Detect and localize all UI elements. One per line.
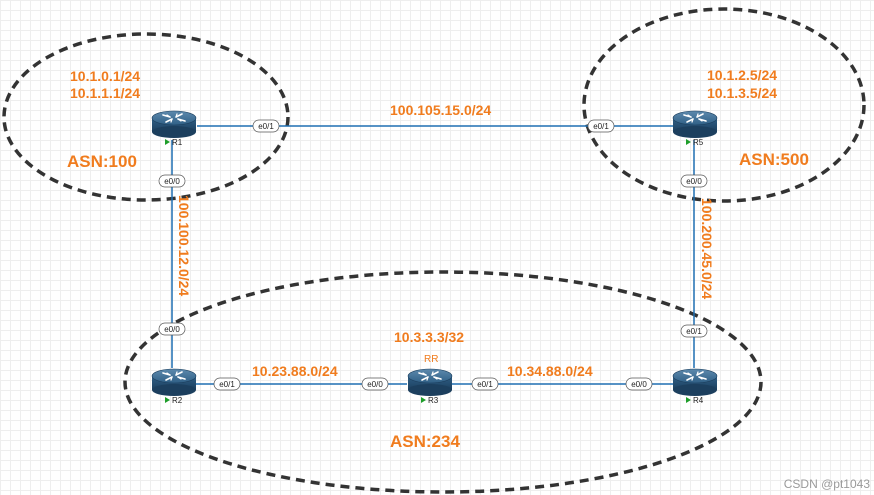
iface-r2-e0-0: e0/0 [158,322,186,336]
play-icon [686,397,691,403]
router-icon [407,368,453,397]
router-r5[interactable]: R5 [672,110,718,147]
iface-r5-e0-1: e0/1 [587,119,615,133]
r1-address-1: 10.1.0.1/24 [70,68,140,84]
svg-text:e0/0: e0/0 [164,177,180,186]
svg-text:e0/0: e0/0 [367,380,383,389]
router-r4[interactable]: R4 [672,368,718,405]
svg-text:R4: R4 [693,396,704,405]
router-r1[interactable]: R1 [151,110,197,147]
router-r2[interactable]: R2 [151,368,197,405]
r1-address-2: 10.1.1.1/24 [70,85,140,101]
svg-text:e0/1: e0/1 [593,122,609,131]
svg-text:e0/1: e0/1 [258,122,274,131]
iface-r1-e0-1: e0/1 [252,119,280,133]
net-r3-r4: 10.34.88.0/24 [507,363,593,379]
iface-r3-e0-1: e0/1 [471,377,499,391]
iface-r1-e0-0: e0/0 [158,174,186,188]
rr-label: RR [424,354,438,365]
svg-text:e0/0: e0/0 [164,325,180,334]
iface-r3-e0-0: e0/0 [361,377,389,391]
router-icon [672,368,718,397]
svg-text:e0/1: e0/1 [686,327,702,336]
as100-boundary [2,32,290,202]
asn-500-label: ASN:500 [739,150,809,169]
svg-text:R5: R5 [693,138,704,147]
svg-text:e0/1: e0/1 [219,380,235,389]
router-r3[interactable]: R3 [407,368,453,405]
iface-r4-e0-0: e0/0 [625,377,653,391]
net-r1-r5: 100.105.15.0/24 [390,102,491,118]
play-icon [165,397,170,403]
r3-address: 10.3.3.3/32 [394,329,464,345]
net-r5-r4: 100.200.45.0/24 [699,198,715,299]
svg-text:R1: R1 [172,138,183,147]
asn-100-label: ASN:100 [67,152,137,171]
router-icon [151,368,197,397]
iface-r4-e0-1: e0/1 [680,324,708,338]
svg-text:e0/0: e0/0 [686,177,702,186]
router-icon [672,110,718,139]
as500-boundary [582,7,866,203]
svg-text:R2: R2 [172,396,183,405]
svg-text:R3: R3 [428,396,439,405]
watermark: CSDN @pt1043 [783,477,870,491]
as234-boundary [123,270,763,494]
asn-234-label: ASN:234 [390,432,460,451]
iface-r5-e0-0: e0/0 [680,174,708,188]
r5-address-1: 10.1.2.5/24 [707,67,777,83]
svg-text:e0/1: e0/1 [477,380,493,389]
play-icon [421,397,426,403]
net-r2-r3: 10.23.88.0/24 [252,363,338,379]
r5-address-2: 10.1.3.5/24 [707,85,777,101]
play-icon [686,139,691,145]
iface-r2-e0-1: e0/1 [213,377,241,391]
svg-text:e0/0: e0/0 [631,380,647,389]
play-icon [165,139,170,145]
net-r1-r2: 100.100.12.0/24 [176,195,192,296]
router-icon [151,110,197,139]
